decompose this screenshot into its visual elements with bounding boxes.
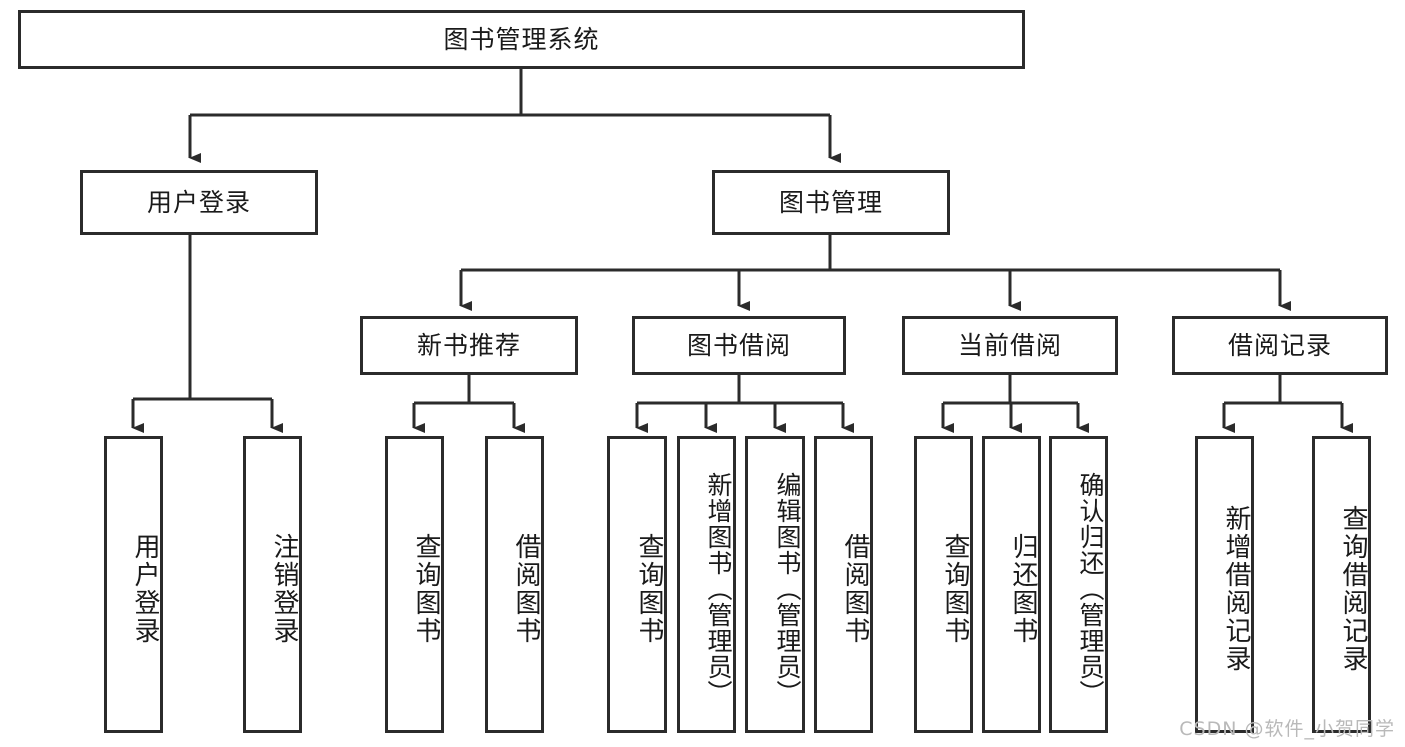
node-borrow-record[interactable]: 借阅记录 (1172, 316, 1388, 375)
leaf-query-book-1[interactable]: 查询图书 (385, 436, 444, 733)
leaf-query-record-label: 查询借阅记录 (1338, 504, 1368, 673)
node-root[interactable]: 图书管理系统 (18, 10, 1025, 69)
leaf-query-book-1-label: 查询图书 (411, 532, 441, 645)
leaf-query-book-3-label: 查询图书 (940, 532, 970, 645)
node-user-login-label: 用户登录 (146, 187, 251, 217)
node-root-label: 图书管理系统 (443, 24, 600, 54)
leaf-user-logout-label: 注销登录 (269, 532, 299, 645)
leaf-borrow-book-1[interactable]: 借阅图书 (485, 436, 544, 733)
leaf-add-book-label: 新增图书（管理员） (704, 471, 733, 706)
leaf-confirm-return[interactable]: 确认归还（管理员） (1049, 436, 1108, 733)
leaf-return-book-label: 归还图书 (1008, 532, 1038, 645)
leaf-edit-book[interactable]: 编辑图书（管理员） (745, 436, 805, 733)
node-new-book-rec-label: 新书推荐 (416, 330, 521, 360)
leaf-add-book[interactable]: 新增图书（管理员） (677, 436, 736, 733)
node-book-borrow-label: 图书借阅 (686, 330, 791, 360)
node-book-manage[interactable]: 图书管理 (712, 170, 950, 235)
node-user-login[interactable]: 用户登录 (80, 170, 318, 235)
leaf-confirm-return-label: 确认归还（管理员） (1076, 471, 1105, 706)
leaf-borrow-book-2[interactable]: 借阅图书 (814, 436, 873, 733)
leaf-edit-book-label: 编辑图书（管理员） (773, 471, 802, 706)
leaf-user-logout[interactable]: 注销登录 (243, 436, 302, 733)
leaf-add-record[interactable]: 新增借阅记录 (1195, 436, 1254, 733)
leaf-query-book-3[interactable]: 查询图书 (914, 436, 973, 733)
leaf-query-book-2-label: 查询图书 (634, 532, 664, 645)
leaf-return-book[interactable]: 归还图书 (982, 436, 1041, 733)
node-book-manage-label: 图书管理 (778, 187, 883, 217)
leaf-borrow-book-1-label: 借阅图书 (511, 532, 541, 645)
leaf-borrow-book-2-label: 借阅图书 (840, 532, 870, 645)
leaf-user-login[interactable]: 用户登录 (104, 436, 163, 733)
node-current-borrow-label: 当前借阅 (957, 330, 1062, 360)
node-new-book-rec[interactable]: 新书推荐 (360, 316, 578, 375)
leaf-query-book-2[interactable]: 查询图书 (607, 436, 667, 733)
node-borrow-record-label: 借阅记录 (1227, 330, 1332, 360)
leaf-query-record[interactable]: 查询借阅记录 (1312, 436, 1371, 733)
node-book-borrow[interactable]: 图书借阅 (632, 316, 846, 375)
node-current-borrow[interactable]: 当前借阅 (902, 316, 1118, 375)
leaf-add-record-label: 新增借阅记录 (1221, 504, 1251, 673)
leaf-user-login-label: 用户登录 (130, 532, 160, 645)
